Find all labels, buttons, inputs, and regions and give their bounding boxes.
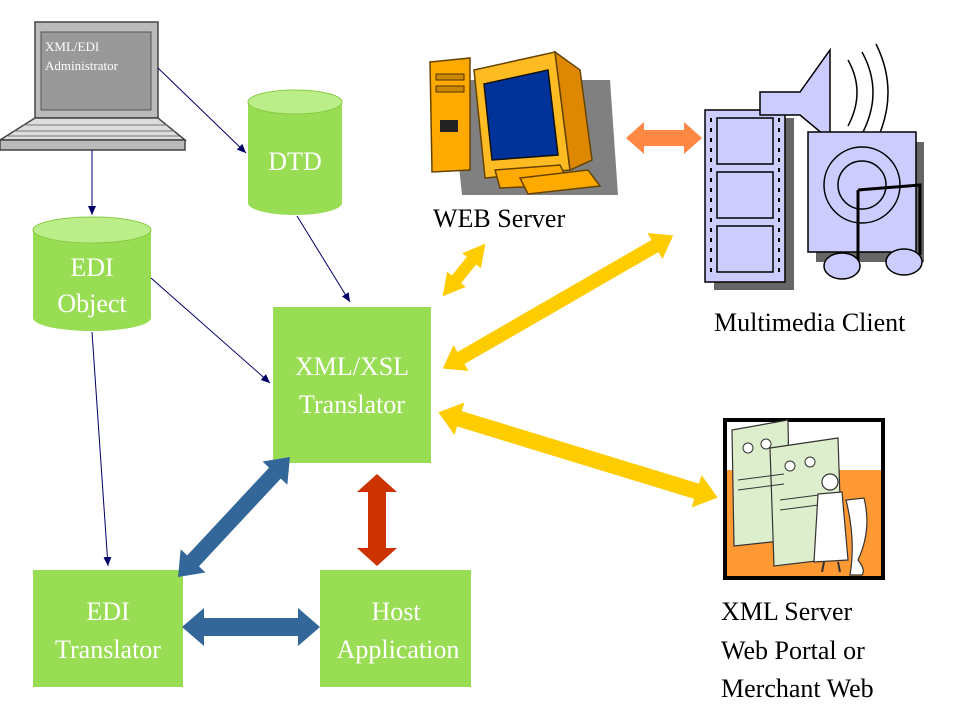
- dtd-cylinder: DTD: [247, 89, 343, 215]
- multimedia-clipart-icon: [704, 43, 924, 290]
- arrow-xml-xsl-to-edi-translator: [178, 457, 290, 577]
- edi-translator-label-line2: Translator: [55, 635, 161, 664]
- arrow-web-server-to-multimedia: [626, 122, 702, 154]
- arrow-xml-xsl-to-multimedia: [442, 233, 674, 371]
- arrow-edi-object-to-edi-translator: [91, 331, 112, 567]
- arrow-xml-xsl-to-xml-server: [438, 402, 718, 508]
- server-room-clipart-icon: [723, 418, 885, 580]
- arrow-xml-xsl-to-web-server: [442, 243, 486, 297]
- computer-icon: [429, 50, 618, 195]
- xml-xsl-label-line2: Translator: [299, 390, 405, 419]
- arrow-xml-xsl-to-host: [357, 474, 397, 566]
- xml-server-label-line1: XML Server: [721, 597, 853, 626]
- xml-server-label-line2: Web Portal or: [721, 636, 865, 665]
- arrow-edi-object-to-xml-xsl: [150, 277, 271, 384]
- xml-xsl-translator-box: XML/XSL Translator: [273, 307, 431, 463]
- arrow-edi-translator-to-host: [182, 608, 320, 646]
- multimedia-client-label: Multimedia Client: [714, 308, 906, 337]
- host-application-label-line2: Application: [337, 635, 460, 664]
- edi-translator-box: EDI Translator: [33, 570, 183, 687]
- thin-connectors: [88, 67, 351, 567]
- edi-object-cylinder: EDI Object: [32, 216, 152, 331]
- host-application-label-line1: Host: [371, 597, 421, 626]
- edi-translator-label-line1: EDI: [86, 597, 129, 626]
- laptop-icon: XML/EDI Administrator: [0, 21, 188, 151]
- edi-object-label-line1: EDI: [70, 253, 113, 282]
- edi-object-label-line2: Object: [57, 289, 127, 318]
- laptop-label-line2: Administrator: [45, 58, 119, 73]
- arrow-laptop-to-dtd: [157, 67, 247, 154]
- web-server-label: WEB Server: [433, 204, 565, 233]
- dtd-label: DTD: [268, 147, 321, 176]
- xml-xsl-label-line1: XML/XSL: [295, 352, 409, 381]
- arrow-dtd-to-xml-xsl: [296, 215, 351, 303]
- xml-server-label-line3: Merchant Web: [721, 674, 874, 703]
- host-application-box: Host Application: [320, 570, 471, 687]
- laptop-label-line1: XML/EDI: [45, 39, 99, 54]
